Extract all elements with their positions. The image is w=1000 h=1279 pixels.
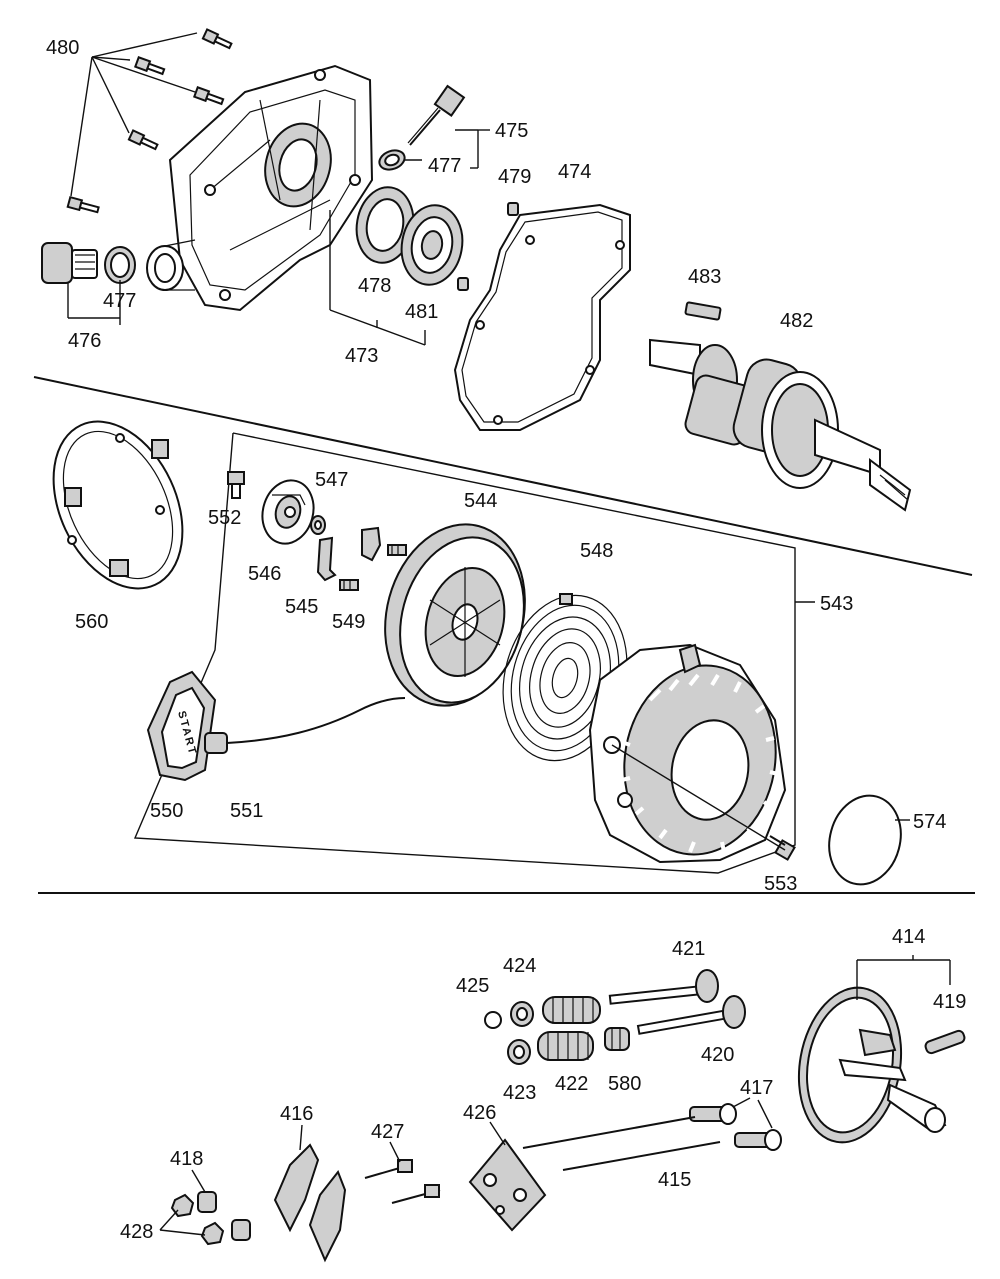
spring-retainer-424 <box>510 1001 534 1027</box>
callout-546: 546 <box>248 563 281 585</box>
callout-543: 543 <box>820 593 853 615</box>
woodruff-key-483 <box>684 301 722 321</box>
callout-419: 419 <box>933 991 966 1013</box>
callout-474: 474 <box>558 161 591 183</box>
callout-424: 424 <box>503 955 536 977</box>
callout-423: 423 <box>503 1082 536 1104</box>
callout-426: 426 <box>463 1102 496 1124</box>
callout-422: 422 <box>555 1073 588 1095</box>
spring-549 <box>339 544 407 591</box>
callout-549: 549 <box>332 611 365 633</box>
callout-483: 483 <box>688 266 721 288</box>
leader-lines-417 <box>732 1097 773 1129</box>
callout-473: 473 <box>345 345 378 367</box>
callout-labels: 480 475 477 479 474 477 476 478 481 473 … <box>46 37 966 1243</box>
callout-552: 552 <box>208 507 241 529</box>
leader-line-418 <box>191 1169 206 1193</box>
screw-552 <box>227 471 245 499</box>
callout-560: 560 <box>75 611 108 633</box>
pushrod-415 <box>522 1116 721 1171</box>
rocker-stud-427 <box>364 1159 441 1204</box>
callout-548: 548 <box>580 540 613 562</box>
callout-420: 420 <box>701 1044 734 1066</box>
o-ring-477 <box>104 246 136 284</box>
callout-545: 545 <box>285 596 318 618</box>
dowel-pin-479 <box>457 202 519 291</box>
callout-475: 475 <box>495 120 528 142</box>
valve-cotter-425 <box>484 1011 502 1029</box>
callout-416: 416 <box>280 1103 313 1125</box>
tappet-417 <box>689 1103 782 1151</box>
callout-417: 417 <box>740 1077 773 1099</box>
callout-544: 544 <box>464 490 497 512</box>
guide-plate-426 <box>468 1138 547 1232</box>
starter-ring-560 <box>52 420 184 590</box>
callout-477-upper: 477 <box>428 155 461 177</box>
intake-valve-421 <box>608 969 719 1005</box>
valve-spring-422 <box>537 1031 594 1061</box>
bracket-543 <box>133 432 815 874</box>
ratchet-545 <box>316 526 382 582</box>
starter-handle-550: START <box>146 670 228 782</box>
valve-seal-580 <box>604 1027 630 1051</box>
valve-spring-upper <box>542 996 601 1024</box>
leader-lines-480 <box>70 32 198 197</box>
callout-421: 421 <box>672 938 705 960</box>
housing-vents <box>621 673 779 853</box>
dipstick-cap-476 <box>41 242 98 284</box>
starter-housing <box>588 643 787 864</box>
oil-drain-plug-475 <box>407 84 466 146</box>
leader-line-416 <box>299 1124 303 1151</box>
callout-553: 553 <box>764 873 797 895</box>
leader-line-553 <box>611 744 786 851</box>
bolt-group-480 <box>66 28 233 214</box>
ball-bearing-481 <box>400 204 464 286</box>
callout-550: 550 <box>150 800 183 822</box>
callout-427: 427 <box>371 1121 404 1143</box>
leader-lines-475 <box>405 129 490 169</box>
callout-480: 480 <box>46 37 79 59</box>
oil-seal-478 <box>355 186 415 264</box>
divider-line-top <box>33 376 973 576</box>
callout-481: 481 <box>405 301 438 323</box>
leader-line-427 <box>389 1141 401 1163</box>
camshaft-gear-414 <box>797 986 947 1144</box>
callout-547: 547 <box>315 469 348 491</box>
callout-479: 479 <box>498 166 531 188</box>
crankshaft-482 <box>649 338 912 512</box>
leader-lines-476 <box>67 280 121 325</box>
starter-rope-551 <box>226 697 406 744</box>
callout-415: 415 <box>658 1169 691 1191</box>
leader-lines-473 <box>329 210 426 346</box>
seal-ring-477 <box>378 149 406 171</box>
washer-547 <box>310 515 326 535</box>
leader-line-426 <box>489 1121 506 1146</box>
callout-580: 580 <box>608 1073 641 1095</box>
callout-478: 478 <box>358 275 391 297</box>
oil-filler-tube <box>146 239 196 291</box>
callout-428: 428 <box>120 1221 153 1243</box>
name-plate-574 <box>828 794 902 886</box>
callout-477-lower: 477 <box>103 290 136 312</box>
decompressor-spring-419 <box>924 1029 966 1055</box>
callout-418: 418 <box>170 1148 203 1170</box>
ratchet-plate-546 <box>261 479 315 545</box>
callout-482: 482 <box>780 310 813 332</box>
exhaust-valve-420 <box>636 995 746 1035</box>
callout-574: 574 <box>913 811 946 833</box>
recoil-reel-544 <box>384 523 526 707</box>
leader-lines-428 <box>159 1209 206 1236</box>
gasket-474 <box>453 203 631 431</box>
crankcase-cover <box>168 64 374 312</box>
rocker-pivot-418 <box>197 1191 251 1241</box>
callout-414: 414 <box>892 926 925 948</box>
leader-lines-414 <box>856 955 951 1000</box>
callout-476: 476 <box>68 330 101 352</box>
rocker-arm-416 <box>273 1143 347 1263</box>
callout-551: 551 <box>230 800 263 822</box>
callout-425: 425 <box>456 975 489 997</box>
spring-retainer-423 <box>507 1039 531 1065</box>
